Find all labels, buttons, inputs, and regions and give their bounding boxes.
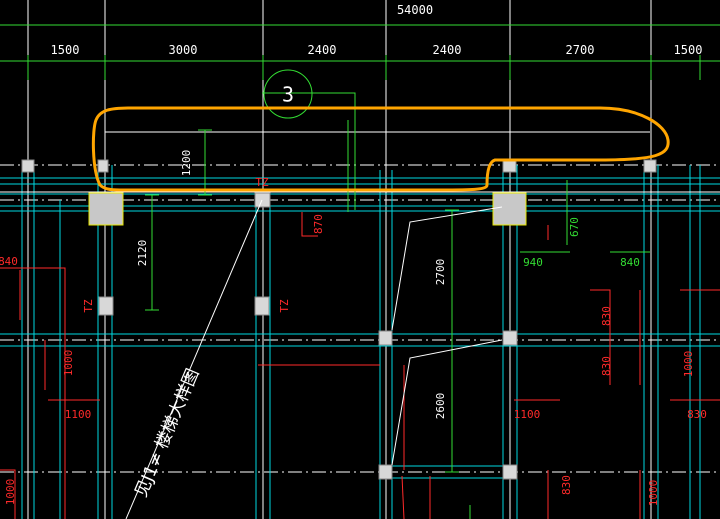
bay-dimension: 1500: [51, 43, 80, 57]
column-small: [97, 159, 109, 173]
bay-dimension: 2700: [566, 43, 595, 57]
column-small: [643, 159, 657, 173]
column-tag: TZ: [82, 299, 95, 313]
red-dimension: 830: [600, 306, 613, 326]
columns: [21, 159, 657, 480]
column-small: [502, 464, 518, 480]
stair-detail-note: 见J1≠ 楼梯大样图: [131, 366, 203, 500]
column-small: [21, 159, 35, 173]
red-dimension: 830: [687, 408, 707, 421]
bay-dimension: 3000: [169, 43, 198, 57]
bay-dimension: 2400: [433, 43, 462, 57]
red-dimension: 1000: [647, 480, 660, 507]
column-large-left: [88, 192, 124, 226]
red-dimension: 830: [600, 356, 613, 376]
column-small: [254, 296, 270, 316]
vertical-dimension: 2600: [434, 393, 447, 420]
bay-dimensions: 1500 3000 2400 2400 2700 1500: [51, 43, 703, 57]
green-dimension-labels: 670 940 840: [523, 217, 640, 269]
top-dimension-lines: [0, 24, 720, 80]
column-small: [98, 296, 114, 316]
column-large-right: [492, 192, 527, 226]
red-dimension: 1100: [514, 408, 541, 421]
axis-bubble: 3: [263, 69, 313, 119]
green-dimension: 670: [568, 217, 581, 237]
orange-highlight-outline: [91, 106, 670, 192]
bay-dimension: 1500: [674, 43, 703, 57]
green-dimension: 840: [620, 256, 640, 269]
red-dimension: 1000: [4, 479, 17, 506]
column-small: [502, 330, 518, 346]
vertical-dimension: 2120: [136, 240, 149, 267]
red-dimension: 830: [560, 475, 573, 495]
column-small: [378, 464, 393, 480]
column-tag: TZ: [255, 176, 269, 189]
column-tag: TZ: [278, 299, 291, 313]
stair-leader-lines: [125, 199, 503, 519]
red-dimension: 840: [0, 255, 18, 268]
green-leaders: [145, 92, 650, 519]
red-dimension: 870: [312, 214, 325, 234]
red-dimension: 1000: [682, 351, 695, 378]
overall-dimension: 54000: [397, 3, 433, 17]
red-dimension: 1000: [62, 350, 75, 377]
vertical-dimension: 2700: [434, 259, 447, 286]
red-door-marks: [0, 212, 720, 519]
column-small: [254, 192, 271, 208]
green-dimension: 940: [523, 256, 543, 269]
axis-bubble-label: 3: [282, 83, 294, 107]
red-dimension-labels: 870 840 1000 1100 1000 1100 830 1000 830…: [0, 214, 707, 506]
red-dimension: 1100: [65, 408, 92, 421]
column-small: [502, 159, 517, 173]
bay-dimension: 2400: [308, 43, 337, 57]
vertical-dimension: 1200: [180, 150, 193, 177]
column-small: [378, 330, 393, 346]
